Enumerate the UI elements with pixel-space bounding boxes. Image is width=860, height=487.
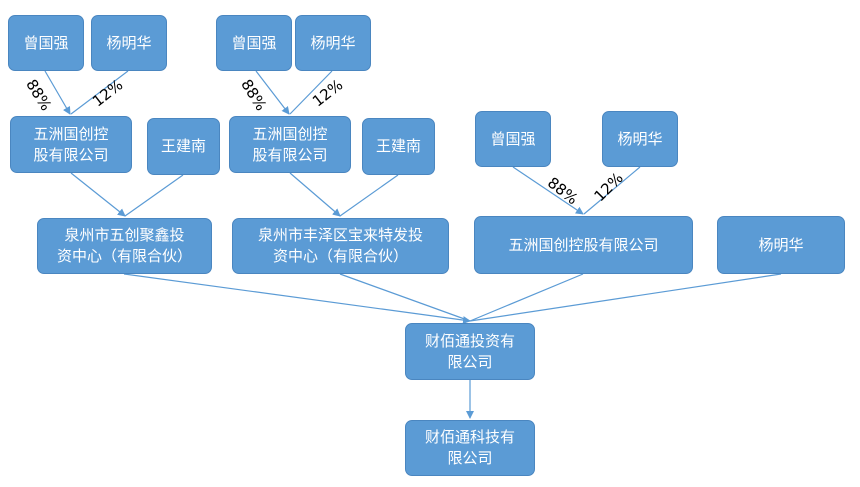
edge-g2-b-to-company [289, 70, 333, 115]
node-g3-person-a: 曾国强 [475, 111, 551, 167]
edge-g3-c-to-investment [469, 273, 782, 322]
edge-g1-c-to-partnership [124, 174, 184, 217]
node-g3-person-b: 杨明华 [602, 111, 678, 167]
node-g1-company: 五洲国创控 股有限公司 [10, 116, 132, 173]
node-g3-company: 五洲国创控股有限公司 [474, 216, 693, 274]
edge-g1-b-to-company [70, 70, 129, 115]
node-g2-partnership: 泉州市丰泽区宝来特发投 资中心（有限合伙） [232, 218, 449, 274]
edge-g2-partnership-to-investment [339, 273, 471, 322]
edge-g1-company-to-partnership [70, 172, 126, 217]
node-g1-partnership: 泉州市五创聚鑫投 资中心（有限合伙） [37, 218, 212, 274]
node-g2-person-a: 曾国强 [216, 15, 292, 71]
edge-g1-a-to-company [44, 70, 71, 115]
edge-g3-b-to-company [583, 166, 641, 215]
node-g1-person-c: 王建南 [147, 118, 220, 175]
node-tech-company: 财佰通科技有 限公司 [405, 420, 535, 476]
node-g2-person-c: 王建南 [362, 118, 435, 175]
node-g2-person-b: 杨明华 [295, 15, 371, 71]
node-g2-company: 五洲国创控 股有限公司 [229, 116, 351, 173]
node-investment-company: 财佰通投资有 限公司 [405, 323, 535, 380]
edge-g2-company-to-partnership [289, 172, 341, 217]
edge-g3-company-to-investment [469, 273, 584, 322]
edge-g2-a-to-company [255, 70, 290, 115]
edge-g1-partnership-to-investment [123, 273, 471, 325]
edge-g3-a-to-company [512, 166, 584, 215]
node-g1-person-b: 杨明华 [91, 15, 167, 71]
edge-g2-c-to-partnership [339, 174, 399, 217]
node-g3-person-c: 杨明华 [717, 216, 845, 274]
node-g1-person-a: 曾国强 [8, 15, 84, 71]
